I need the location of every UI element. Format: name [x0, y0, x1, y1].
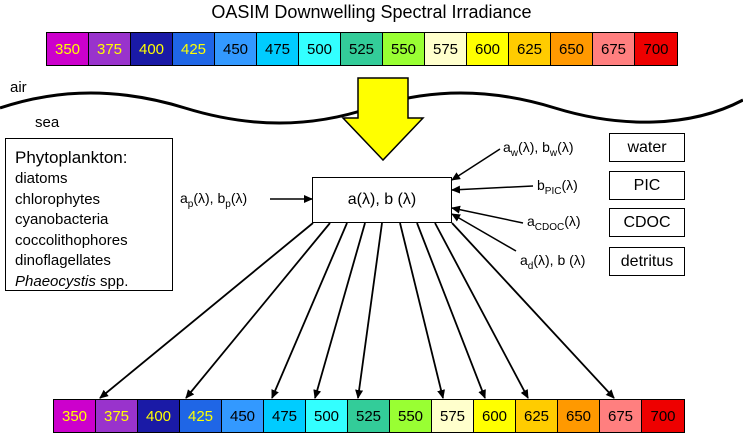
detritus-to-center-arrow — [451, 213, 517, 252]
bottom-band-625: 625 — [516, 400, 558, 432]
bottom-band-400: 400 — [138, 400, 180, 432]
bottom-band-525: 525 — [348, 400, 390, 432]
cdoc-coef-label: aCDOC(λ) — [527, 213, 581, 233]
top-band-700: 700 — [635, 33, 677, 65]
phaeocystis-genus: Phaeocystis — [15, 272, 96, 290]
bottom-band-650: 650 — [558, 400, 600, 432]
water-coef-label: aw(λ), bw(λ) — [503, 139, 574, 159]
cdoc-to-center-arrow — [451, 205, 524, 224]
phytoplankton-item-phaeocystis: Phaeocystis spp. — [15, 272, 172, 293]
bottom-band-700: 700 — [642, 400, 684, 432]
downwelling-arrow-icon — [341, 77, 425, 162]
fan-arrow — [99, 222, 314, 399]
top-band-350: 350 — [47, 33, 89, 65]
center-optics-label: a(λ), b (λ) — [347, 191, 417, 208]
fan-arrow — [313, 222, 366, 399]
pic-to-center-arrow — [451, 185, 534, 194]
water-box: water — [609, 133, 685, 162]
top-band-425: 425 — [173, 33, 215, 65]
diagram-title: OASIM Downwelling Spectral Irradiance — [211, 2, 532, 22]
phyto-coef-label: ap(λ), bp(λ) — [180, 190, 248, 210]
fan-arrow — [355, 222, 383, 399]
phytoplankton-item: cyanobacteria — [15, 211, 109, 228]
top-band-600: 600 — [467, 33, 509, 65]
bottom-band-675: 675 — [600, 400, 642, 432]
phytoplankton-item: chlorophytes — [15, 190, 101, 208]
fan-arrows — [99, 222, 615, 399]
air-label: air — [10, 79, 27, 96]
top-band-575: 575 — [425, 33, 467, 65]
top-band-650: 650 — [551, 33, 593, 65]
top-band-675: 675 — [593, 33, 635, 65]
fan-arrow — [451, 222, 615, 399]
detritus-coef-label: ad(λ), b (λ) — [520, 252, 586, 272]
top-band-625: 625 — [509, 33, 551, 65]
pic-box: PIC — [609, 171, 685, 200]
fan-arrow — [434, 222, 529, 399]
bottom-band-350: 350 — [54, 400, 96, 432]
bottom-band-550: 550 — [390, 400, 432, 432]
water-to-center-arrow — [451, 148, 501, 181]
phytoplankton-box: Phytoplankton: diatoms chlorophytes cyanob… — [5, 138, 173, 291]
center-optics-box: a(λ), b (λ) — [312, 177, 452, 223]
top-band-400: 400 — [131, 33, 173, 65]
phytoplankton-list: diatoms chlorophytes cyanobacteria coccolit… — [15, 169, 172, 272]
phytoplankton-item: dinoflagellates — [15, 252, 111, 269]
bottom-band-425: 425 — [180, 400, 222, 432]
top-band-375: 375 — [89, 33, 131, 65]
pic-coef-label: bPIC(λ) — [537, 177, 578, 197]
top-band-500: 500 — [299, 33, 341, 65]
fan-arrow — [271, 222, 348, 399]
top-band-550: 550 — [383, 33, 425, 65]
top-band-475: 475 — [257, 33, 299, 65]
fan-arrow — [185, 222, 331, 399]
top-band-525: 525 — [341, 33, 383, 65]
phaeocystis-suffix: spp. — [95, 272, 129, 290]
top-band-450: 450 — [215, 33, 257, 65]
sea-label: sea — [35, 114, 60, 131]
cdoc-box: CDOC — [609, 208, 685, 237]
phytoplankton-title: Phytoplankton: — [15, 148, 128, 167]
fan-arrow — [416, 222, 486, 399]
bottom-band-375: 375 — [96, 400, 138, 432]
phytoplankton-item: coccolithophores — [15, 231, 128, 249]
bottom-band-450: 450 — [222, 400, 264, 432]
phytoplankton-item: diatoms — [15, 170, 68, 187]
bottom-band-575: 575 — [432, 400, 474, 432]
fan-arrow — [399, 222, 445, 399]
detritus-box: detritus — [609, 247, 685, 276]
bottom-band-475: 475 — [264, 400, 306, 432]
bottom-band-600: 600 — [474, 400, 516, 432]
bottom-band-500: 500 — [306, 400, 348, 432]
